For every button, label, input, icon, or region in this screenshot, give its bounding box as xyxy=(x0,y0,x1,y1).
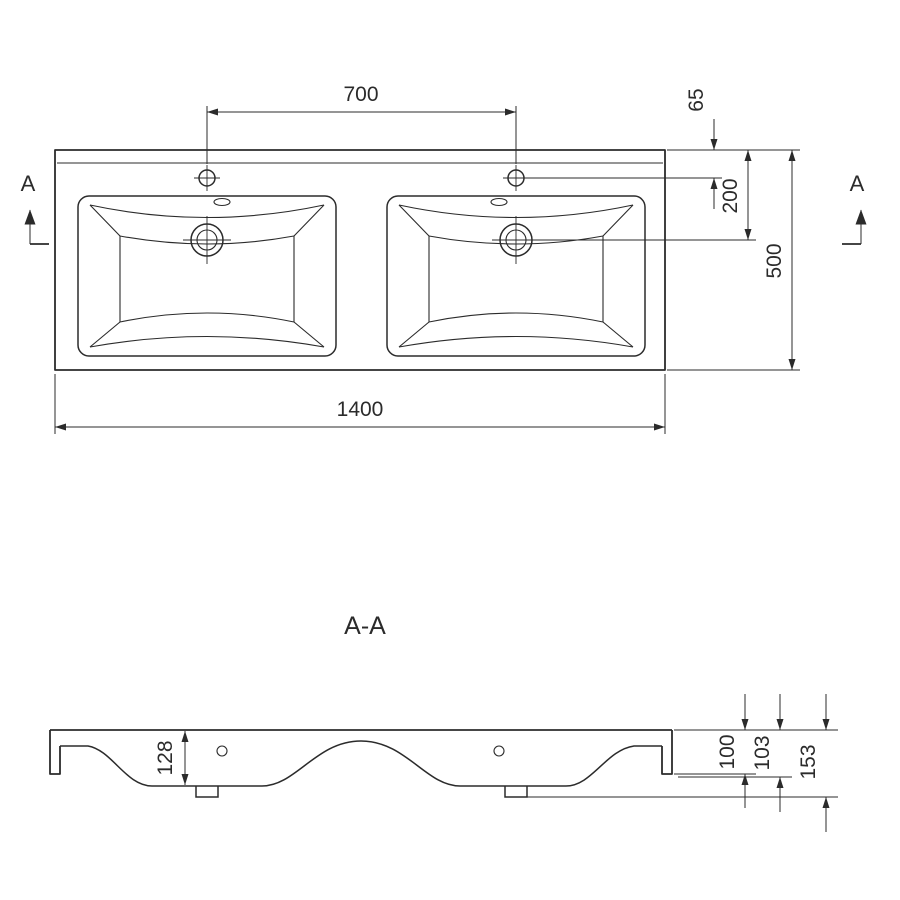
basin-unit-outline xyxy=(54,149,666,371)
section-drain-left xyxy=(195,786,219,798)
basin-right-front-curve xyxy=(398,335,634,348)
dim-faucet-offset-label: 65 xyxy=(685,88,708,111)
section-marker-left-label: A xyxy=(21,171,36,196)
overflow-hole-left xyxy=(213,197,231,207)
basin-right xyxy=(386,165,646,357)
dim-width-label: 1400 xyxy=(337,398,384,421)
top-view: 700 65 200 500 1400 A xyxy=(21,83,867,434)
drain-right xyxy=(492,216,540,264)
dim-faucet-spacing-label: 700 xyxy=(343,83,378,106)
section-drain-right xyxy=(504,786,528,798)
dimension-faucet-offset: 65 xyxy=(524,88,722,209)
dimension-total-height: 153 xyxy=(797,694,830,832)
dimension-front-height: 100 xyxy=(716,694,749,808)
dim-drain-offset-label: 200 xyxy=(719,178,742,213)
section-left-apron xyxy=(49,730,61,775)
basin-right-back-curve xyxy=(398,204,634,219)
faucet-hole-left-crosshair xyxy=(194,165,220,191)
basin-left xyxy=(77,165,337,357)
overflow-hole-right xyxy=(490,197,508,207)
dimension-bowl-depth: 128 xyxy=(154,731,189,785)
section-marker-right-label: A xyxy=(850,171,865,196)
dimension-depth: 500 xyxy=(763,150,796,370)
basin-left-back-curve xyxy=(89,204,325,219)
drain-left-crosshair xyxy=(183,216,231,264)
dim-front-height-label: 100 xyxy=(716,734,739,769)
basin-right-rim xyxy=(386,195,646,357)
section-inner-surface xyxy=(60,740,662,787)
dim-bowl-depth-label: 128 xyxy=(154,740,177,775)
section-extension-lines xyxy=(527,729,838,798)
faucet-hole-left xyxy=(194,165,220,191)
basin-left-rim xyxy=(77,195,337,357)
section-view: A-A 128 100 103 xyxy=(49,612,838,832)
dimension-edge-height: 103 xyxy=(751,694,784,812)
dim-faucet-spacing-extension-lines xyxy=(206,106,517,164)
basin-right-corner-edges xyxy=(398,204,634,348)
section-overflow-hole-right xyxy=(493,745,505,757)
outer-basin-unit xyxy=(54,149,666,371)
section-overflow-hole-left xyxy=(216,745,228,757)
basin-left-front-curve xyxy=(89,335,325,348)
dimension-width: 1400 xyxy=(54,374,666,434)
section-title: A-A xyxy=(344,612,386,640)
top-bottom-edge-extension-lines xyxy=(667,149,800,371)
section-right-apron xyxy=(661,730,673,775)
section-cut-marker-left: A xyxy=(21,171,49,245)
section-profile xyxy=(49,729,673,798)
dim-edge-height-label: 103 xyxy=(751,735,774,770)
drain-left xyxy=(183,216,231,264)
section-cut-marker-right: A xyxy=(842,171,867,245)
dim-total-height-label: 153 xyxy=(797,744,820,779)
basin-left-corner-edges xyxy=(89,204,325,348)
drain-right-crosshair xyxy=(492,216,540,264)
dim-depth-label: 500 xyxy=(763,243,786,278)
dimension-faucet-spacing: 700 xyxy=(206,83,517,164)
dimension-drain-offset: 200 xyxy=(534,150,756,241)
